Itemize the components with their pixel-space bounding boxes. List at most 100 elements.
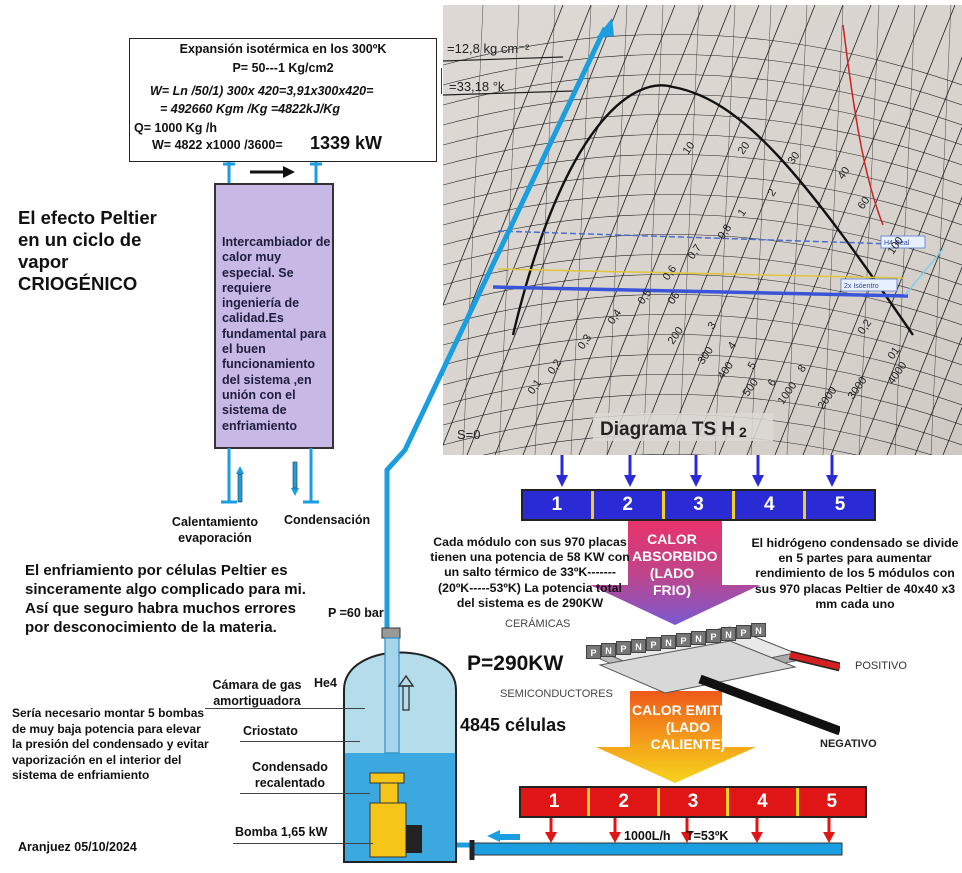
label-condensation: Condensación <box>284 513 371 527</box>
negative-label: NEGATIVO <box>820 738 877 750</box>
title-line-1: El efecto Peltier <box>18 207 157 228</box>
cold-bar: 1 2 3 4 5 <box>521 489 876 521</box>
axis-s: S=0 <box>457 427 481 442</box>
heat-absorbed-label: CALOR ABSORBIDO (LADO FRIO) <box>632 531 718 599</box>
peltier-graphic <box>590 521 840 783</box>
hot-cell-2: 2 <box>590 788 660 816</box>
hot-cell-4: 4 <box>729 788 799 816</box>
cold-cell-5: 5 <box>834 494 846 515</box>
tag-hi: H4 Real <box>884 240 910 247</box>
scale-label: 1 <box>736 207 749 219</box>
power-label: P=290KW <box>467 652 564 675</box>
hot-down-arrow-icon <box>609 818 621 843</box>
formula-work-1: W= Ln /50/1) 300x 420=3,91x300x420= <box>150 84 374 98</box>
cold-down-arrow-icon <box>624 455 636 487</box>
positive-label: POSITIVO <box>855 660 907 672</box>
scale-label: 40 <box>836 165 853 182</box>
hot-down-arrow-icon <box>823 818 835 843</box>
scale-label: 5 <box>746 360 759 372</box>
scale-label: 8 <box>796 363 809 375</box>
peltier-note: El enfriamiento por células Peltier es s… <box>25 562 306 636</box>
hot-down-arrow-icon <box>681 818 693 843</box>
heat-absorbed-text: CALOR ABSORBIDO (LADO FRIO) <box>632 531 718 598</box>
scale-label: 30 <box>786 150 803 167</box>
scale-label: 6 <box>766 377 779 389</box>
scale-label: 2 <box>766 187 779 199</box>
pn-cell: P <box>676 633 691 647</box>
scale-label: 20 <box>736 140 753 157</box>
cold-down-arrow-icon <box>826 455 838 487</box>
formula-box: Expansión isotérmica en los 300ºK P= 50-… <box>129 38 437 162</box>
formula-power-value: 1339 kW <box>310 133 383 153</box>
label-gas: He4 <box>314 676 337 690</box>
scale-label: 10 <box>681 140 698 157</box>
hot-cell-5: 5 <box>826 791 838 812</box>
ts-diagram-svg: H4 Real 2x Isóentro =12,8 kg cm⁻² =33,18… <box>443 5 962 455</box>
heat-emitted-text: CALOR EMITIDO (LADO CALIENTE) <box>632 702 744 752</box>
return-arrow-icon <box>487 830 500 842</box>
cold-down-arrow-icon <box>556 455 568 487</box>
formula-flow: Q= 1000 Kg /h <box>134 121 218 135</box>
arrow-up-icon <box>236 466 244 474</box>
title-line-2: en un ciclo de <box>18 229 142 250</box>
hot-arrows <box>545 818 835 843</box>
title-line-4: CRIOGÉNICO <box>18 273 138 294</box>
arrow-down-icon <box>291 488 299 496</box>
formula-pressure: P= 50---1 Kg/cm2 <box>232 61 334 75</box>
readout-temp: =33,18 °k <box>449 79 505 94</box>
label-heating: Calentamiento evaporación <box>171 515 259 545</box>
scale-label: 06 <box>666 290 683 307</box>
scale-label: 01 <box>886 345 903 362</box>
exchanger-text: Intercambiador de calor muy especial. Se… <box>222 235 331 433</box>
label-pump: Bomba 1,65 kW <box>235 825 328 839</box>
flow-label: 1000L/h <box>624 829 671 843</box>
cold-cell-4: 4 <box>735 491 807 519</box>
pn-cell: P <box>616 641 631 655</box>
pipe-arrow-icon <box>596 18 614 38</box>
ceramics-label: CERÁMICAS <box>505 618 571 630</box>
exchanger-legs <box>221 448 319 504</box>
module-text: Cada módulo con sus 970 placas tienen un… <box>430 535 630 610</box>
main-title: El efecto Peltier en un ciclo de vapor C… <box>18 207 157 295</box>
ts-diagram: H4 Real 2x Isóentro =12,8 kg cm⁻² =33,18… <box>443 5 962 455</box>
pn-cell: N <box>601 643 616 657</box>
semiconductors-label: SEMICONDUCTORES <box>500 688 613 700</box>
label-gas-chamber: Cámara de gas amortiguadora <box>212 678 302 708</box>
cold-down-arrow-icon <box>690 455 702 487</box>
cold-cell-1: 1 <box>523 491 594 519</box>
cold-arrow <box>590 521 760 625</box>
cryostat-tank <box>343 627 457 863</box>
scale-label: 4 <box>726 340 739 352</box>
formula-title: Expansión isotérmica en los 300ºK <box>179 42 387 56</box>
hot-cell-3: 3 <box>660 788 730 816</box>
pn-cell: N <box>631 639 646 653</box>
ts-title: Diagrama TS H <box>600 419 735 440</box>
cells-label: 4845 células <box>460 715 567 735</box>
pn-cell: N <box>751 623 766 637</box>
pn-cell: N <box>721 627 736 641</box>
tag-lo: 2x Isóentro <box>844 283 879 290</box>
label-cryostat: Criostato <box>243 724 298 738</box>
pn-cell: N <box>691 631 706 645</box>
hot-cell-1: 1 <box>521 788 591 816</box>
pn-cell: P <box>706 629 721 643</box>
split-text: El hidrógeno condensado se divide en 5 p… <box>751 536 959 611</box>
box-tick <box>441 68 442 94</box>
cold-arrows <box>556 455 838 487</box>
riser-pipe <box>384 26 608 636</box>
label-pressure-bar: P =60 bar <box>328 606 384 620</box>
date-label: Aranjuez 05/10/2024 <box>18 840 137 854</box>
pump-body <box>369 802 407 858</box>
readout-pressure: =12,8 kg cm⁻² <box>447 41 530 56</box>
hot-down-arrow-icon <box>751 818 763 843</box>
formula-work-2: = 492660 Kgm /Kg =4822kJ/Kg <box>160 102 340 116</box>
hot-arrow <box>596 691 756 783</box>
temp-label: T=53ºK <box>686 829 729 843</box>
cold-down-arrow-icon <box>752 455 764 487</box>
title-line-3: vapor <box>18 251 69 272</box>
hot-bar: 1 2 3 4 5 <box>519 786 867 818</box>
ts-title-sub: 2 <box>739 424 747 440</box>
pn-cell: P <box>586 645 601 659</box>
formula-power-prefix: W= 4822 x1000 /3600= <box>152 138 283 152</box>
